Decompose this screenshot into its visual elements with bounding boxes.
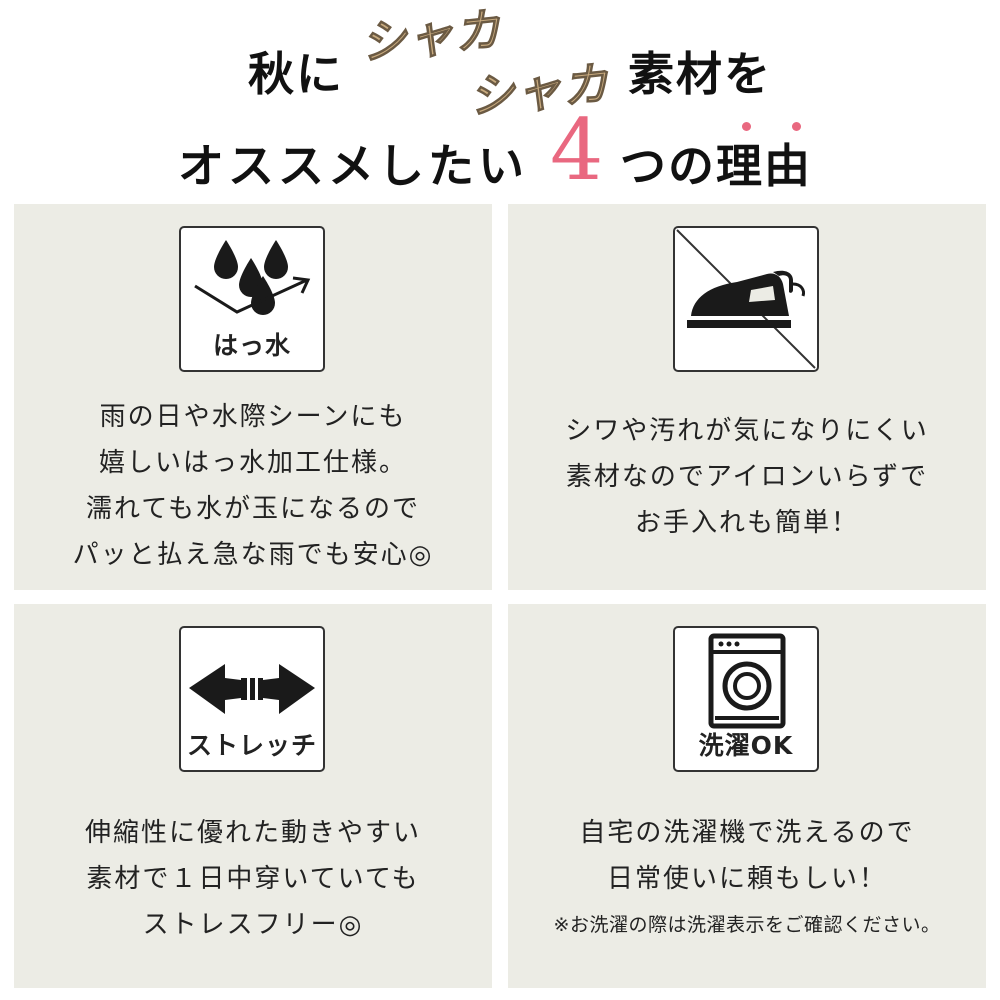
description-line: ストレスフリー◎ xyxy=(142,910,364,940)
reason-panel-water-repellent: はっ水 雨の日や水際シーンにも 嬉しいはっ水加工仕様。 濡れても水が玉になるので… xyxy=(14,204,492,590)
water-repellent-icon-box: はっ水 xyxy=(179,226,325,372)
headline-line2-prefix: オススメしたい xyxy=(178,139,528,193)
description-line: 素材なのでアイロンいらずで xyxy=(565,462,929,492)
reason-description: 伸縮性に優れた動きやすい 素材で１日中穿いていても ストレスフリー◎ xyxy=(14,810,492,948)
description-line: パッと払え急な雨でも安心◎ xyxy=(72,540,434,570)
no-iron-icon xyxy=(676,229,816,369)
water-repellent-icon xyxy=(194,240,311,315)
accent-dot xyxy=(742,122,751,131)
description-line: お手入れも簡単！ xyxy=(634,508,859,538)
reason-panel-no-iron: シワや汚れが気になりにくい 素材なのでアイロンいらずで お手入れも簡単！ xyxy=(508,204,986,590)
washing-machine-icon-box: 洗濯OK xyxy=(673,626,819,772)
water-repellent-label: はっ水 xyxy=(212,331,291,360)
stretch-label: ストレッチ xyxy=(186,731,317,760)
no-iron-icon-box xyxy=(673,226,819,372)
washing-machine-icon xyxy=(708,633,786,729)
reason-panel-washable: 洗濯OK 自宅の洗濯機で洗えるので 日常使いに頼もしい！ ※お洗濯の際は洗濯表示… xyxy=(508,604,986,988)
reason-description: シワや汚れが気になりにくい 素材なのでアイロンいらずで お手入れも簡単！ xyxy=(508,408,986,546)
reason-description: 自宅の洗濯機で洗えるので 日常使いに頼もしい！ ※お洗濯の際は洗濯表示をご確認く… xyxy=(508,810,986,948)
headline-line2-suffix: つの理由 xyxy=(620,139,812,193)
description-line: 濡れても水が玉になるので xyxy=(86,494,420,524)
description-line: 伸縮性に優れた動きやすい xyxy=(84,818,421,848)
description-line: 自宅の洗濯機で洗えるので xyxy=(579,818,915,848)
reason-panel-stretch: ストレッチ 伸縮性に優れた動きやすい 素材で１日中穿いていても ストレスフリー◎ xyxy=(14,604,492,988)
headline-number: 4 xyxy=(550,101,604,199)
stretch-icon xyxy=(189,664,315,714)
accent-dot xyxy=(792,122,801,131)
headline-line1-suffix: 素材を xyxy=(628,47,772,101)
description-line: 嬉しいはっ水加工仕様。 xyxy=(98,448,407,478)
washing-machine-label: 洗濯OK xyxy=(698,731,794,760)
description-line: 素材で１日中穿いていても xyxy=(86,864,420,894)
reason-description: 雨の日や水際シーンにも 嬉しいはっ水加工仕様。 濡れても水が玉になるので パッと… xyxy=(14,394,492,578)
care-note: ※お洗濯の際は洗濯表示をご確認ください。 xyxy=(553,914,941,936)
description-line: シワや汚れが気になりにくい xyxy=(565,416,929,446)
headline: 秋に シャカ シャカ 素材を オススメしたい 4 つの理由 xyxy=(0,0,1000,200)
headline-line1-prefix: 秋に xyxy=(248,47,344,101)
description-line: 雨の日や水際シーンにも xyxy=(99,402,407,432)
description-line: 日常使いに頼もしい！ xyxy=(606,864,887,894)
stretch-icon-box: ストレッチ xyxy=(179,626,325,772)
